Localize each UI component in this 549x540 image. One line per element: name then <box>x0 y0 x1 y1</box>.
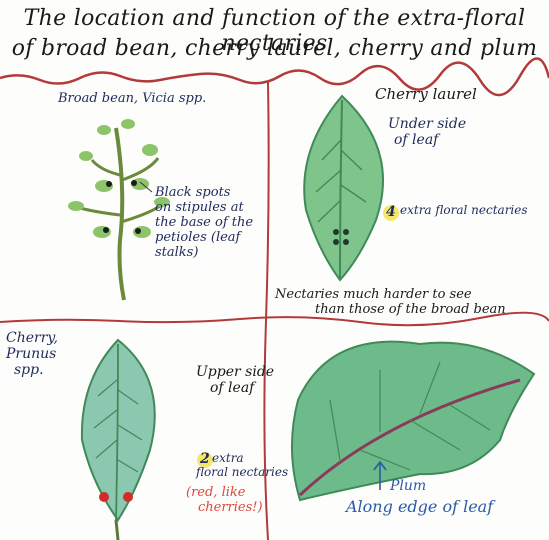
cherry-laurel-heading: Cherry laurel <box>375 86 477 103</box>
comparison-line: than those of the broad bean <box>275 303 506 318</box>
cherry-laurel-nectary-label: extra floral nectaries <box>400 204 528 218</box>
heading-line: Prunus <box>6 346 58 362</box>
note-line: Black spots <box>155 186 253 201</box>
plum-label: Plum <box>390 478 426 494</box>
heading-line: spp. <box>6 362 58 378</box>
plum-leaf <box>292 342 534 500</box>
note-line: stalks) <box>155 246 253 261</box>
side-line: Under side <box>388 116 466 132</box>
cherry-red-note: (red, like cherries!) <box>186 486 263 516</box>
plum-location: Along edge of leaf <box>346 498 493 516</box>
heading-line: Cherry, <box>6 330 58 346</box>
cherry-laurel-leaf <box>304 96 399 280</box>
note-line: on stipules at <box>155 201 253 216</box>
side-line: of leaf <box>196 380 274 396</box>
cherry-laurel-side-label: Under side of leaf <box>388 116 466 148</box>
nectary-line: floral nectaries <box>196 466 288 480</box>
red-note-line: (red, like <box>186 486 263 501</box>
cherry-laurel-count: 4 <box>386 204 396 220</box>
comparison-line: Nectaries much harder to see <box>275 288 506 303</box>
red-note-line: cherries!) <box>186 501 263 516</box>
nectary-line: extra <box>196 452 288 466</box>
cherry-side-label: Upper side of leaf <box>196 364 274 396</box>
note-line: the base of the <box>155 216 253 231</box>
cherry-heading: Cherry, Prunus spp. <box>6 330 58 378</box>
broad-bean-heading: Broad bean, Vicia spp. <box>58 92 206 107</box>
broad-bean-note: Black spots on stipules at the base of t… <box>155 186 253 261</box>
cherry-nectary-label: extra floral nectaries <box>196 452 288 480</box>
side-line: Upper side <box>196 364 274 380</box>
note-line: petioles (leaf <box>155 231 253 246</box>
cherry-laurel-comparison: Nectaries much harder to see than those … <box>275 288 506 318</box>
side-line: of leaf <box>388 132 466 148</box>
